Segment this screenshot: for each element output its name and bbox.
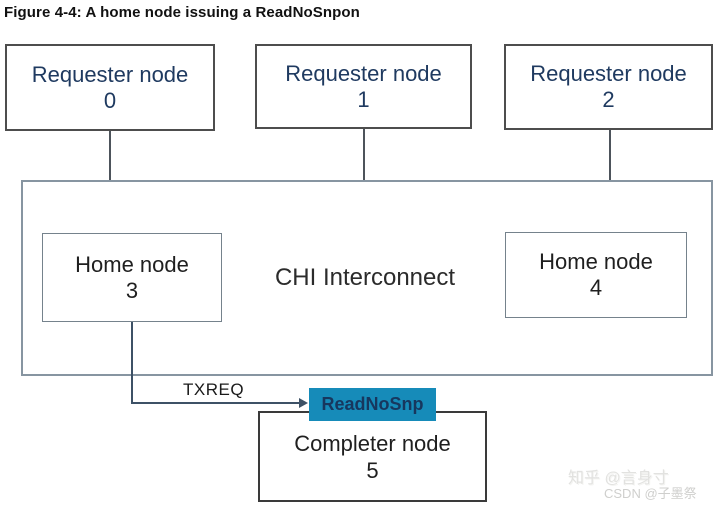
requester-node-2-label: Requester node (530, 61, 687, 86)
requester-node-1-number: 1 (357, 86, 370, 112)
chi-interconnect-label: CHI Interconnect (274, 264, 456, 291)
txreq-arrow-horizontal (131, 402, 299, 404)
completer-node-5-label: Completer node (294, 430, 451, 456)
requester-node-0-box: Requester node 0 (5, 44, 215, 131)
requester-node-0-number: 0 (103, 87, 117, 113)
requester-node-2-number: 2 (602, 87, 615, 112)
home-node-3-label: Home node (75, 251, 189, 277)
completer-node-5-number: 5 (366, 457, 379, 483)
watermark-csdn: CSDN @子墨祭 (604, 486, 697, 501)
requester-node-0-label: Requester node (31, 61, 189, 87)
txreq-label: TXREQ (183, 380, 245, 399)
connector-line-requester-2 (609, 130, 611, 181)
figure-title: Figure 4-4: A home node issuing a ReadNo… (4, 4, 360, 21)
connector-line-requester-0 (109, 131, 111, 181)
home-node-4-label: Home node (539, 249, 653, 274)
txreq-arrowhead-icon (299, 398, 308, 408)
home-node-3-box: Home node 3 (42, 233, 222, 322)
connector-line-requester-1 (363, 129, 365, 181)
home-node-4-number: 4 (589, 275, 603, 300)
readnosnp-badge: ReadNoSnp (309, 388, 436, 421)
home-node-3-number: 3 (125, 277, 139, 303)
home-node-4-box: Home node 4 (505, 232, 687, 318)
requester-node-1-label: Requester node (285, 60, 442, 86)
requester-node-1-box: Requester node 1 (255, 44, 472, 129)
requester-node-2-box: Requester node 2 (504, 44, 713, 130)
completer-node-5-box: Completer node 5 (258, 411, 487, 502)
watermark-zhihu: 知乎 @言身寸 (568, 470, 669, 487)
txreq-arrow-vertical (131, 322, 133, 404)
